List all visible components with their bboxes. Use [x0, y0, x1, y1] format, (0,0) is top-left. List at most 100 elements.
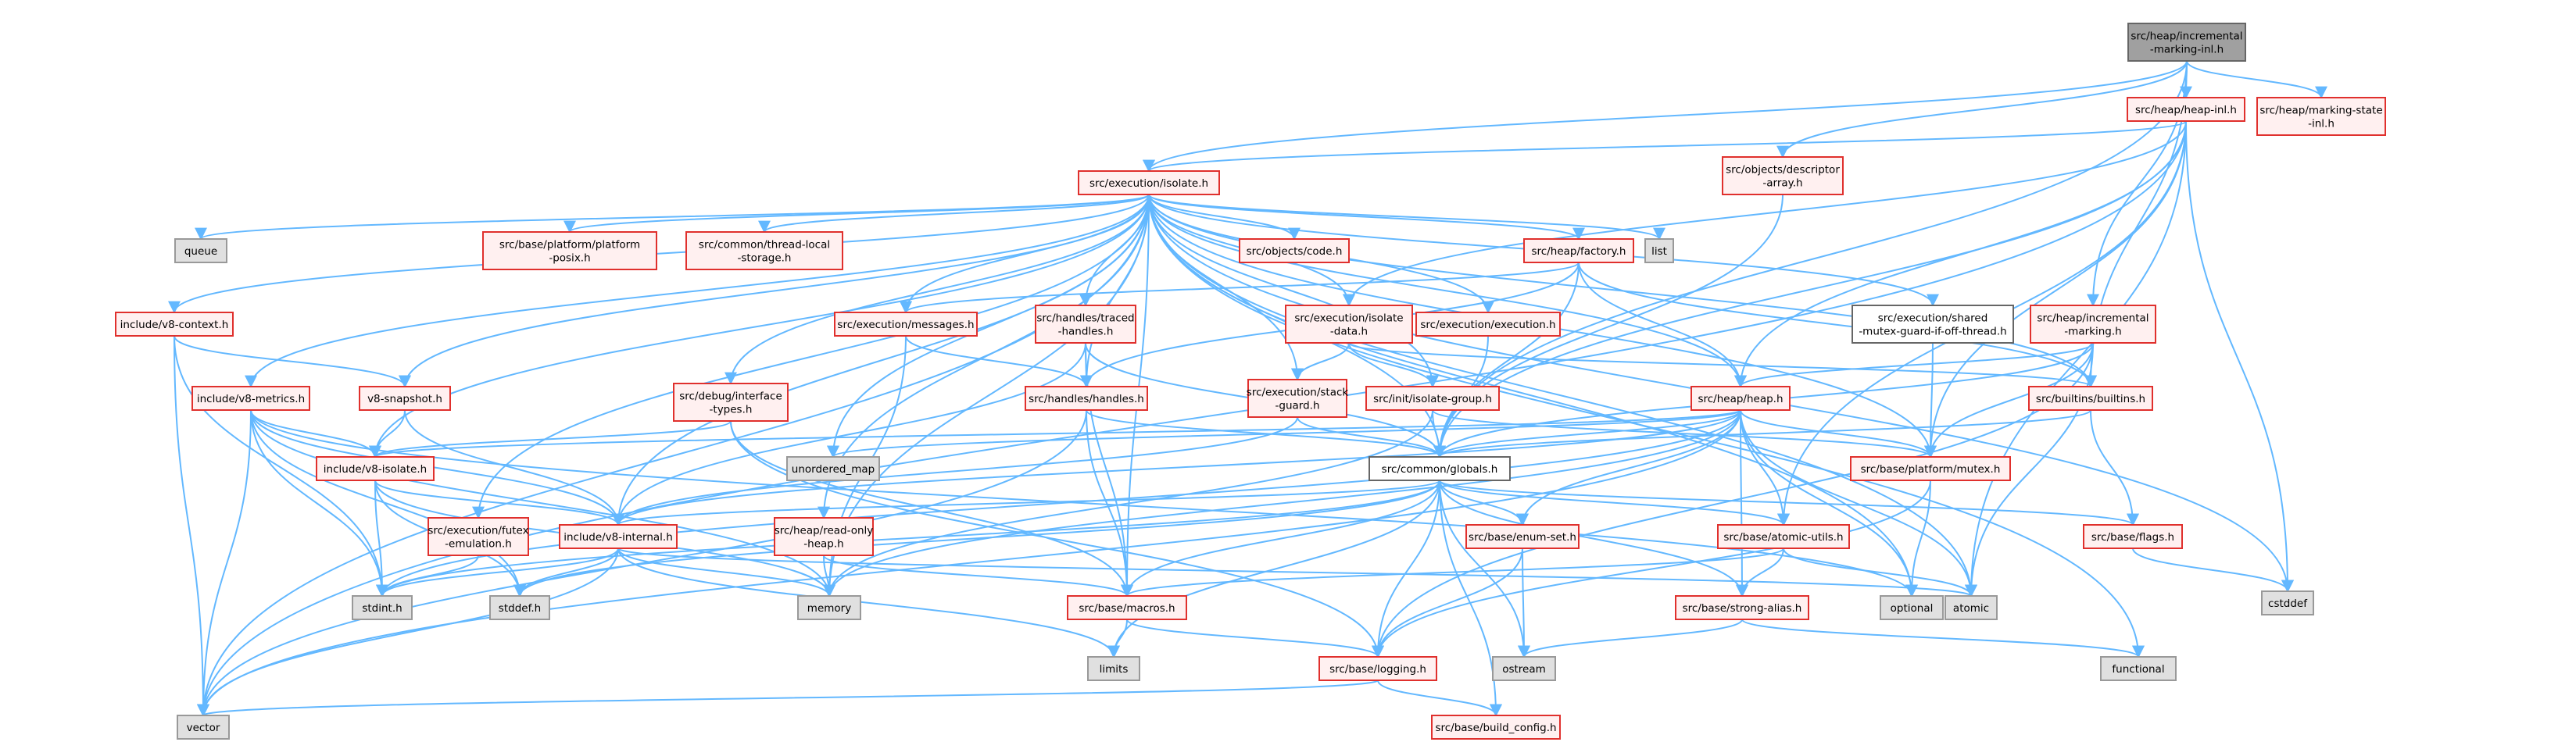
node-cstddef[interactable]: cstddef [2261, 590, 2314, 615]
node-box [1247, 379, 1347, 418]
edge-v8_metrics-to-stddef [250, 409, 526, 598]
node-enum_set[interactable]: src/base/enum-set.h [1465, 524, 1580, 549]
node-builtins[interactable]: src/builtins/builtins.h [2028, 386, 2153, 411]
edge-stack_guard-to-v8_internal [612, 416, 1298, 526]
edge-globals-to-macros [1121, 480, 1440, 598]
edge-isolate_group-to-memory [823, 409, 1433, 598]
node-queue[interactable]: queue [174, 238, 227, 263]
node-atomic_utils[interactable]: src/base/atomic-utils.h [1717, 524, 1850, 549]
node-label: stddef.h [499, 602, 541, 615]
node-code[interactable]: src/objects/code.h [1239, 238, 1350, 263]
edge-handles-to-vector [197, 409, 1087, 717]
node-label: src/execution/shared [1878, 312, 1988, 325]
node-label: src/heap/incremental [2131, 30, 2242, 43]
edge-logging-to-build_config [1377, 680, 1502, 717]
edge-isolate-to-messages [900, 194, 1150, 314]
node-execution[interactable]: src/execution/execution.h [1415, 312, 1561, 337]
node-heap[interactable]: src/heap/heap.h [1690, 386, 1791, 411]
node-memory[interactable]: memory [797, 595, 861, 620]
edge-heap-to-strong_alias [1735, 409, 1748, 598]
node-v8_snapshot[interactable]: v8-snapshot.h [359, 386, 451, 411]
node-box [1078, 170, 1220, 195]
edge-v8_isolate-to-v8_internal [374, 480, 624, 526]
node-label: src/base/strong-alias.h [1683, 602, 1802, 615]
node-label: stdint.h [362, 602, 402, 615]
node-label: include/v8-metrics.h [197, 393, 305, 405]
edge-isolate-to-v8_context [168, 194, 1150, 314]
node-functional[interactable]: functional [2100, 656, 2177, 681]
node-box [1318, 656, 1437, 681]
edge-factory-to-messages [900, 262, 1580, 314]
node-atomic[interactable]: atomic [1945, 595, 1998, 620]
node-debug_interface[interactable]: src/debug/interface-types.h [673, 383, 789, 422]
node-label: include/v8-isolate.h [324, 463, 427, 476]
node-isolate[interactable]: src/execution/isolate.h [1078, 170, 1220, 195]
edge-isolate-to-vector [197, 194, 1150, 717]
node-platform_posix[interactable]: src/base/platform/platform-posix.h [482, 231, 657, 270]
node-label: functional [2112, 663, 2164, 676]
node-stdint[interactable]: stdint.h [352, 595, 413, 620]
edge-strong_alias-to-functional [1741, 619, 2145, 658]
edge-globals-to-strong_alias [1439, 480, 1748, 598]
edge-atomic_utils-to-atomic [1783, 548, 1977, 598]
edge-globals-to-stdint [376, 480, 1440, 598]
node-shared_mutex[interactable]: src/execution/shared-mutex-guard-if-off-… [1852, 305, 2014, 344]
edge-globals-to-ostream [1439, 480, 1530, 658]
node-stack_guard[interactable]: src/execution/stack-guard.h [1247, 379, 1349, 418]
node-v8_internal[interactable]: include/v8-internal.h [559, 524, 678, 549]
edge-read_only_heap-to-macros [823, 555, 1133, 598]
edge-debug_interface-to-v8_isolate [369, 420, 732, 458]
node-mutex[interactable]: src/base/platform/mutex.h [1850, 456, 2011, 481]
node-box [191, 386, 310, 411]
node-v8_metrics[interactable]: include/v8-metrics.h [191, 386, 310, 411]
edge-mutex-to-logging [1372, 480, 1931, 658]
node-label: -posix.h [549, 252, 590, 265]
node-unordered_map[interactable]: unordered_map [786, 456, 880, 481]
node-vector[interactable]: vector [177, 715, 230, 740]
node-v8_context[interactable]: include/v8-context.h [115, 312, 234, 337]
node-thread_local[interactable]: src/common/thread-local-storage.h [685, 231, 843, 270]
node-descriptor_array[interactable]: src/objects/descriptor-array.h [1722, 156, 1844, 195]
node-globals[interactable]: src/common/globals.h [1368, 456, 1511, 481]
node-marking_state[interactable]: src/heap/marking-state-inl.h [2256, 97, 2386, 136]
node-box [2127, 23, 2246, 62]
node-build_config[interactable]: src/base/build_config.h [1431, 715, 1561, 740]
node-stddef[interactable]: stddef.h [489, 595, 550, 620]
node-ostream[interactable]: ostream [1492, 656, 1556, 681]
node-logging[interactable]: src/base/logging.h [1318, 656, 1437, 681]
node-isolate_data[interactable]: src/execution/isolate-data.h [1285, 305, 1413, 344]
node-read_only_heap[interactable]: src/heap/read-only-heap.h [774, 517, 874, 556]
edge-isolate-to-atomic [1148, 194, 1977, 598]
edge-v8_context-to-v8_snapshot [174, 335, 411, 388]
node-v8_isolate[interactable]: include/v8-isolate.h [316, 456, 435, 481]
node-label: src/common/globals.h [1382, 463, 1498, 476]
edge-enum_set-to-ostream [1517, 548, 1530, 658]
node-factory[interactable]: src/heap/factory.h [1523, 238, 1634, 263]
node-strong_alias[interactable]: src/base/strong-alias.h [1675, 595, 1809, 620]
node-macros[interactable]: src/base/macros.h [1067, 595, 1187, 620]
node-heap_inl[interactable]: src/heap/heap-inl.h [2127, 97, 2245, 122]
node-box [1644, 238, 1674, 263]
node-incremental_marking[interactable]: src/heap/incremental-marking.h [2030, 305, 2156, 344]
node-limits[interactable]: limits [1087, 656, 1140, 681]
node-label: -types.h [710, 404, 753, 416]
node-box [352, 595, 413, 620]
edge-messages-to-handles [905, 335, 1093, 388]
node-list[interactable]: list [1644, 238, 1674, 263]
node-box [1690, 386, 1791, 411]
node-flags[interactable]: src/base/flags.h [2083, 524, 2183, 549]
node-futex[interactable]: src/execution/futex-emulation.h [428, 517, 529, 556]
node-isolate_group[interactable]: src/init/isolate-group.h [1365, 386, 1500, 411]
edge-heap_inl-to-isolate_data [1343, 120, 2187, 307]
node-handles[interactable]: src/handles/handles.h [1025, 386, 1148, 411]
edge-globals-to-stddef [513, 480, 1440, 598]
node-traced_handles[interactable]: src/handles/traced-handles.h [1035, 305, 1136, 344]
node-label: memory [807, 602, 851, 615]
node-box [673, 383, 789, 422]
node-box [1035, 305, 1136, 344]
node-optional[interactable]: optional [1880, 595, 1944, 620]
edge-isolate-to-functional [1148, 194, 2145, 658]
node-messages[interactable]: src/execution/messages.h [834, 312, 978, 337]
edge-globals-to-v8_internal [612, 480, 1440, 526]
node-root[interactable]: src/heap/incremental-marking-inl.h [2127, 23, 2246, 62]
